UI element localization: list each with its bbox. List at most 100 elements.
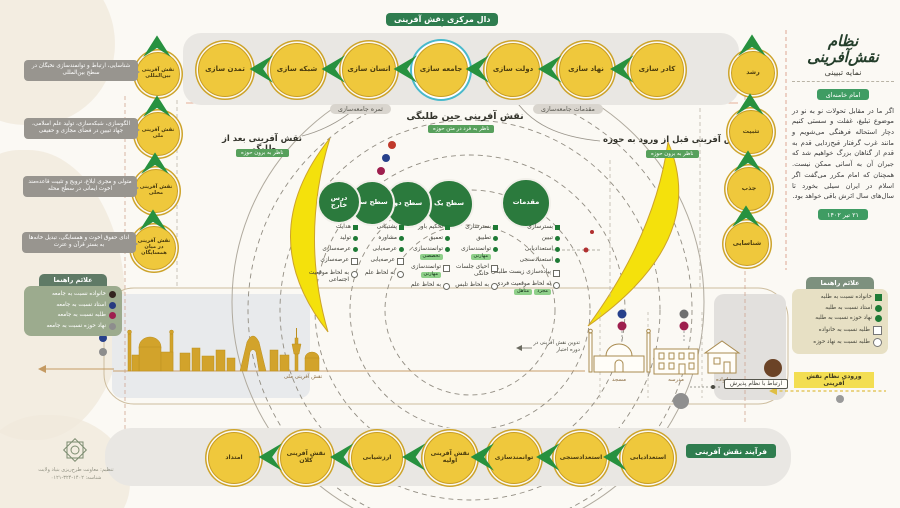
white-circle-marker: [873, 338, 882, 347]
legend-label: خانواده نسبت به جامعه: [51, 291, 106, 298]
level-item: پشتیبانی: [354, 224, 404, 231]
item-text: توانمندسازیمهارتی: [440, 246, 491, 260]
right-chain-circle-label: تثبیت: [742, 127, 760, 135]
left-chain-circle: نقش آفرینی ملی: [136, 112, 180, 156]
legend-item: طلبه نسبت به نهاد حوزه: [798, 338, 882, 347]
speaker-badge: امام خامنه‌ای: [816, 89, 870, 100]
entry-label: ورودی نظام نقش آفرینی: [794, 372, 874, 388]
left-chain-description: متولی و مجری ابلاغ، ترویج و تثبیت قاعده‌…: [23, 176, 139, 197]
level-item: تبیین: [480, 235, 560, 242]
item-label: عرصه‌سازی: [322, 246, 351, 253]
top-chain-circle-label: انسان سازی: [347, 65, 391, 74]
item-label: به لحاظ تلبس: [455, 282, 489, 289]
item-marker-dot: [445, 247, 450, 253]
item-text: احیای جلسات خانگی: [440, 264, 489, 277]
item-marker-dot: [445, 236, 450, 242]
center-section-title: نقش آفرینی حین طلبگی: [406, 111, 524, 122]
legend-item: خانواده نسبت به طلبه: [798, 294, 882, 301]
level-item: بسترسازی: [480, 224, 560, 231]
admission-system-label: ارتباط با نظام پذیرش: [724, 379, 789, 389]
item-label: تعمیق: [428, 235, 443, 242]
legend-item: استاد نسبت به جامعه: [30, 301, 116, 309]
right-chain-circle-label: شناسایی: [732, 239, 762, 247]
bottom-chain-circle-label: امتداد: [225, 453, 243, 461]
item-label: مشاوره: [378, 235, 397, 242]
left-crescent: [290, 137, 331, 333]
level-item: استعدادسنجی: [480, 257, 560, 264]
item-label: عرصه‌یابی: [370, 257, 395, 264]
footer-line1: تنظیم: معاونت طرح‌ریزی بنیاد ولایت: [38, 467, 114, 473]
item-marker-osq: [491, 265, 498, 273]
legend-item: نهاد حوزه نسبت به جامعه: [30, 322, 116, 330]
item-label: توانمندسازی: [461, 246, 491, 253]
level-item: پیاده‌سازی زیست طلبگی: [480, 269, 560, 277]
quote-text: اگر ما در مقابل تحولات نو به نو در موضوع…: [792, 106, 894, 201]
top-chain-circle: انسان سازی: [342, 43, 396, 97]
item-text: به لحاظ تلبس: [455, 282, 489, 289]
national-role-label: نقش آفرینی ملی: [283, 374, 323, 380]
left-chain-circle-label: نقش آفرینی در میان همسایگان: [137, 238, 171, 256]
bottom-chain-circle-label: ارزشیابی: [362, 453, 392, 461]
item-marker-dot: [399, 236, 404, 242]
item-marker-dot: [353, 236, 358, 242]
item-text: تحکیم باور: [418, 224, 443, 231]
left-chain-description: الگوسازی، شبکه‌سازی، تولید علم اسلامی، ج…: [24, 118, 140, 139]
bottom-chain-circle-label: نقش آفرینی کلان: [286, 450, 326, 464]
top-chain-circle: کادر سازی: [630, 43, 684, 97]
hawza-node-dot: [764, 359, 782, 377]
right-panel: نظام نقش‌آفرینی نمایه تبیینی امام خامنه‌…: [792, 33, 894, 221]
item-text: توانمندسازیتخصصی: [396, 246, 443, 260]
item-marker-ocir: [397, 270, 404, 278]
item-label: به لحاظ علم: [364, 269, 395, 276]
level-item: عرصه‌یابی: [354, 246, 404, 253]
item-tag: مجرد: [534, 288, 551, 295]
level-items-column: بسترسازی تطبیق توانمندسازیمهارتی احیای جلسا…: [440, 224, 498, 295]
bottom-chain-circle: نقش آفرینی اولیه: [424, 432, 476, 484]
green-circle-marker: [875, 315, 882, 322]
item-label: تولید: [339, 235, 351, 242]
item-text: عرصه‌سازی: [320, 257, 349, 264]
legend-label: طلبه نسبت به نهاد حوزه: [813, 339, 870, 346]
left-chain-circle: نقش آفرینی محلی: [134, 169, 178, 213]
top-chain-circle-label: شبکه سازی: [276, 65, 318, 74]
left-chain-circle-label: نقش آفرینی محلی: [139, 184, 173, 196]
left-chain-circle-label: نقش آفرینی بین‌المللی: [141, 67, 175, 79]
item-text: بسترسازی: [527, 224, 553, 231]
legend-item: طلبه نسبت به جامعه: [30, 312, 116, 319]
right-chain-circle: جذب: [727, 167, 771, 211]
item-marker-sq: [353, 225, 358, 230]
item-text: تعمیق: [429, 235, 443, 242]
bottom-chain-circle: توانمندسازی: [488, 432, 540, 484]
level-circle: درس خارج: [317, 180, 361, 224]
community-buildings: [588, 328, 741, 375]
right-chain-circle-label: جذب: [741, 184, 757, 192]
legend-label: استاد نسبت به طلبه: [825, 304, 872, 311]
item-label: تطبیق: [476, 235, 491, 242]
legend-dot: [109, 301, 116, 309]
top-chain-circle: نهاد سازی: [559, 43, 613, 97]
item-label: توانمندسازی: [413, 246, 443, 253]
item-marker-ocir: [443, 283, 450, 291]
legend-dot: [109, 291, 116, 298]
right-chain-circle-label: رشد: [746, 68, 760, 76]
process-label: فرآیند نقش آفرینی: [686, 444, 776, 458]
before-seminary-tag: ناظر به برون حوزه: [646, 150, 699, 158]
level-item: تعمیق: [396, 235, 450, 242]
item-text: تولید: [340, 235, 351, 242]
item-label: استعدادسنجی: [519, 257, 553, 264]
level-circle-label: سطح یک: [433, 199, 465, 208]
level-items-column: پشتیبانی مشاوره عرصه‌یابی عرصه‌یابی به لحاظ …: [354, 224, 404, 282]
level-item: به لحاظ موقعیت اجتماعی: [308, 270, 358, 283]
item-marker-osq: [351, 258, 358, 266]
item-label: بسترسازی: [465, 224, 491, 230]
left-chain-circle: نقش آفرینی در میان همسایگان: [132, 226, 176, 270]
level-item: احیای جلسات خانگی: [440, 264, 498, 277]
item-label: پشتیبانی: [376, 224, 397, 230]
left-chain-description: شناسایی، ارتباط و توانمندسازی نخبگان در …: [24, 60, 140, 81]
item-label: تبیین: [541, 235, 553, 242]
top-chain-circle-label: نهاد سازی: [568, 65, 604, 74]
item-marker-sq: [555, 225, 560, 230]
item-label: پیاده‌سازی زیست طلبگی: [491, 268, 551, 275]
top-chain-circle: جامعه سازی: [414, 43, 468, 97]
item-marker-osq: [553, 269, 560, 277]
